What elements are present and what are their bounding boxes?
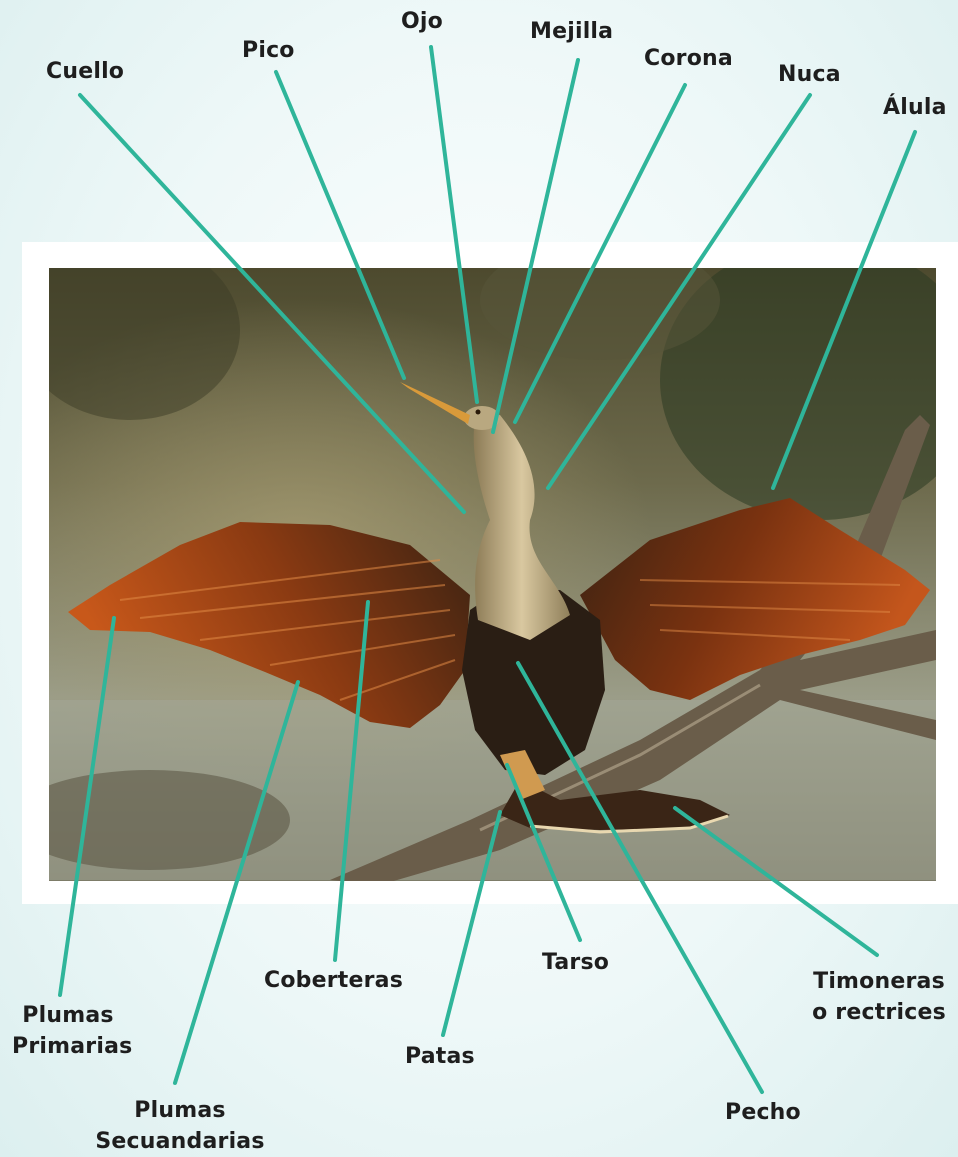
label-tarso: Tarso <box>542 947 609 978</box>
label-timoneras-line2: o rectrices <box>808 997 950 1028</box>
label-timoneras-line1: Timoneras <box>808 966 950 997</box>
label-patas: Patas <box>405 1041 475 1072</box>
label-timoneras: Timoneras o rectrices <box>808 966 950 1028</box>
label-plumas-secundarias: Plumas Secuandarias <box>85 1095 275 1157</box>
label-plumas-primarias-line1: Plumas <box>12 1000 124 1031</box>
label-plumas-primarias: Plumas Primarias <box>12 1000 124 1062</box>
label-ojo: Ojo <box>401 6 443 37</box>
label-nuca: Nuca <box>778 59 841 90</box>
label-coberteras: Coberteras <box>264 965 403 996</box>
label-plumas-secundarias-line1: Plumas <box>85 1095 275 1126</box>
label-plumas-primarias-line2: Primarias <box>12 1031 124 1062</box>
label-mejilla: Mejilla <box>530 16 613 47</box>
label-corona: Corona <box>644 43 733 74</box>
label-pecho: Pecho <box>725 1097 801 1128</box>
label-cuello: Cuello <box>46 56 124 87</box>
label-alula: Álula <box>883 92 947 123</box>
label-plumas-secundarias-line2: Secuandarias <box>85 1126 275 1157</box>
bird-photo <box>10 240 958 885</box>
label-pico: Pico <box>242 35 295 66</box>
